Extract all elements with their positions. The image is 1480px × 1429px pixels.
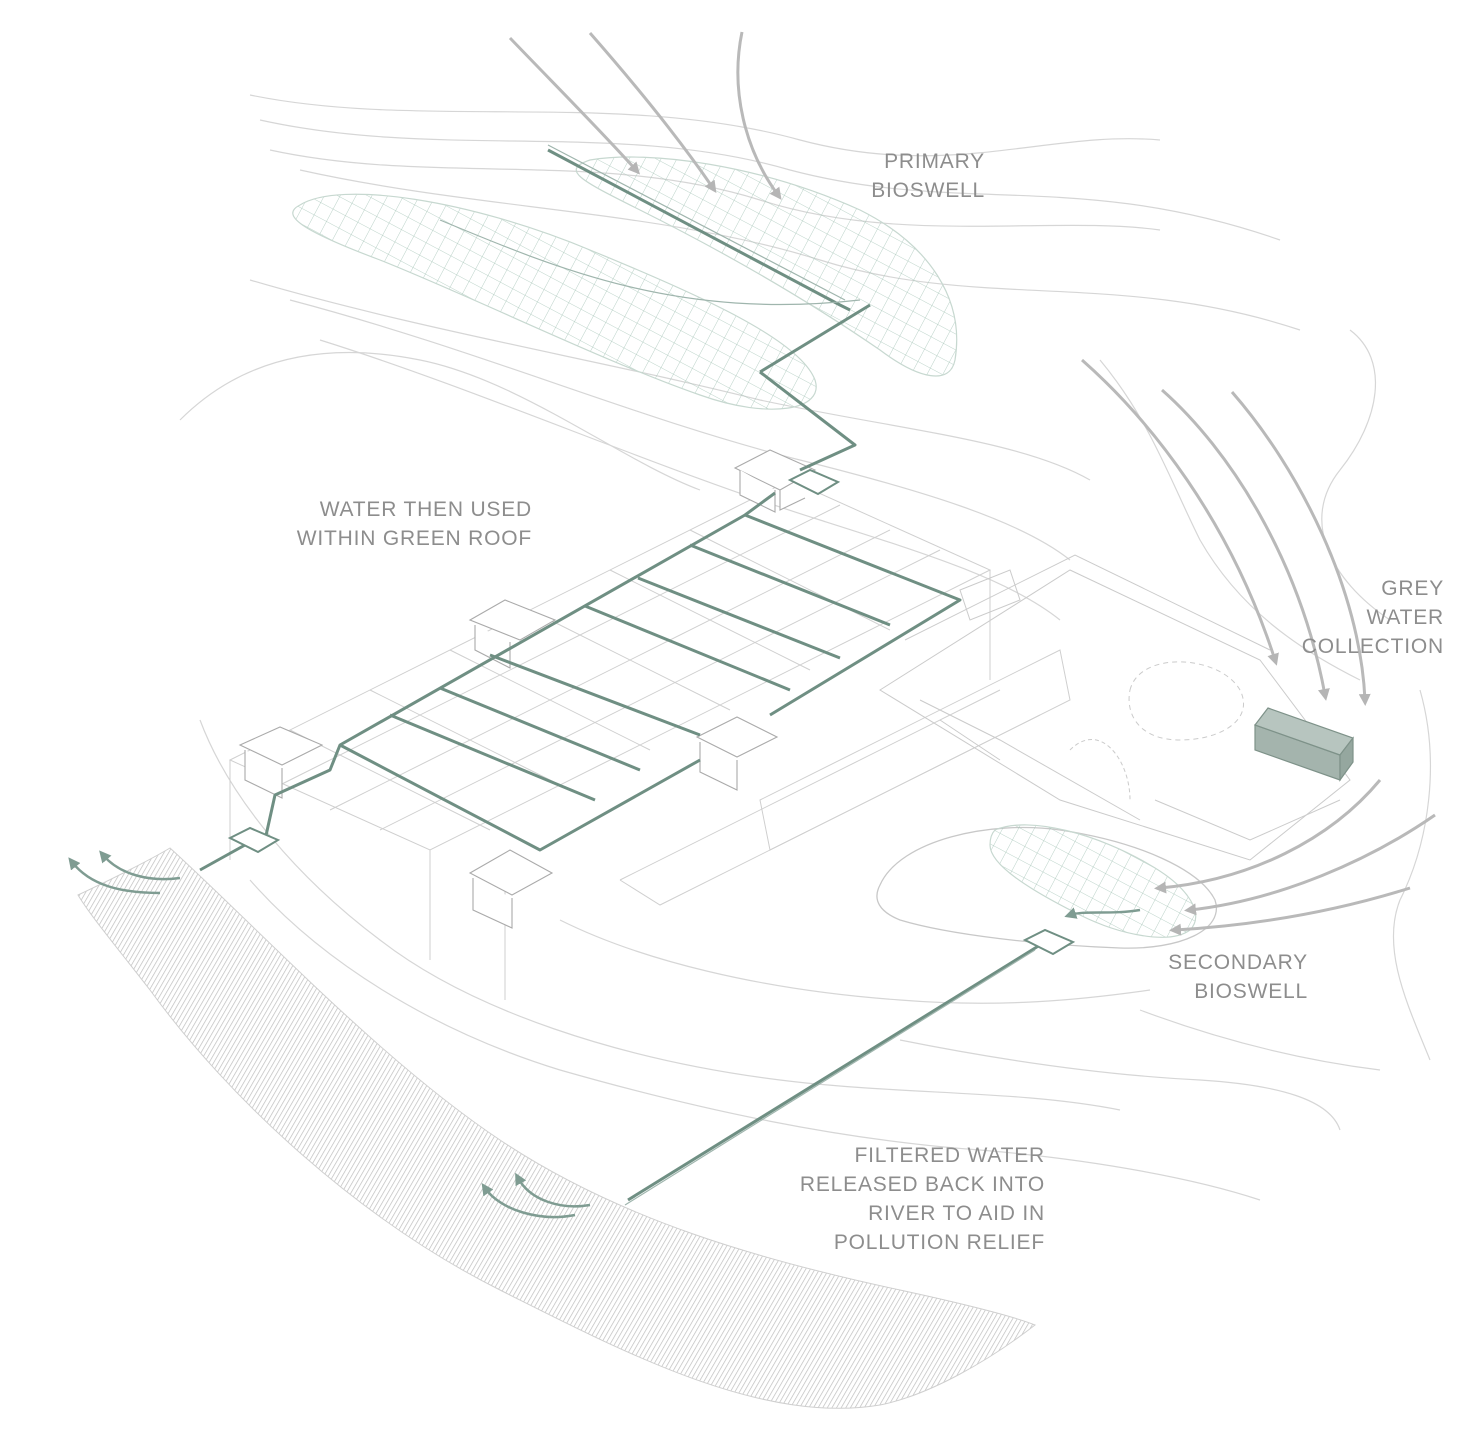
label-primary-bioswell: PRIMARY BIOSWELL	[850, 147, 985, 205]
cistern-icon	[697, 717, 777, 790]
label-line: WITHIN GREEN ROOF	[280, 524, 532, 553]
label-line: PRIMARY	[850, 147, 985, 176]
label-line: POLLUTION RELIEF	[790, 1228, 1045, 1257]
label-line: FILTERED WATER	[790, 1141, 1045, 1170]
cistern-icon	[470, 850, 552, 928]
main-building	[880, 555, 1350, 860]
label-line: COLLECTION	[1290, 632, 1444, 661]
label-line: WATER THEN USED	[280, 495, 532, 524]
label-secondary-bioswell: SECONDARY BIOSWELL	[1150, 948, 1308, 1006]
river	[78, 848, 1035, 1408]
label-line: RIVER TO AID IN	[790, 1199, 1045, 1228]
curved-arrow-icon	[510, 38, 636, 170]
cistern-icon	[470, 600, 555, 668]
label-filtered-water: FILTERED WATER RELEASED BACK INTO RIVER …	[790, 1141, 1045, 1257]
label-line: SECONDARY	[1150, 948, 1308, 977]
label-line: WATER	[1290, 603, 1444, 632]
label-green-roof: WATER THEN USED WITHIN GREEN ROOF	[280, 495, 532, 553]
label-line: RELEASED BACK INTO	[790, 1170, 1045, 1199]
green-roof-grid	[230, 480, 1070, 1000]
curved-arrow-icon	[1160, 780, 1380, 888]
curved-arrow-icon	[1190, 815, 1435, 910]
label-line: GREY	[1290, 574, 1444, 603]
label-grey-water: GREY WATER COLLECTION	[1290, 574, 1444, 661]
cistern-icon	[240, 727, 322, 798]
label-line: BIOSWELL	[1150, 977, 1308, 1006]
label-line: BIOSWELL	[850, 176, 985, 205]
